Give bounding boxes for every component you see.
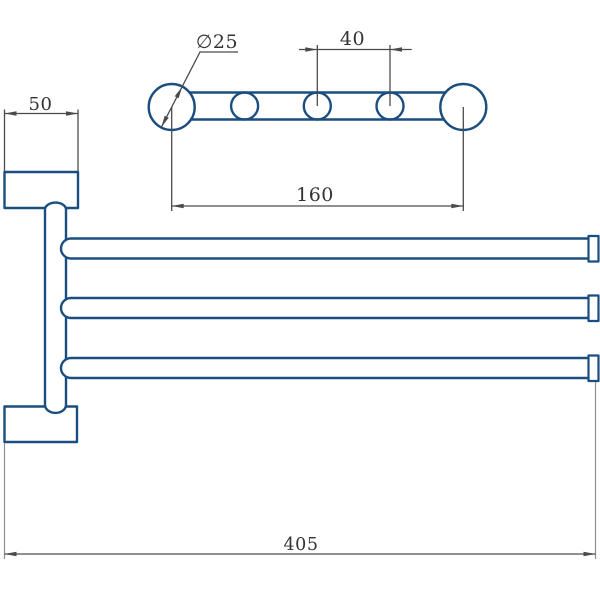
overall-length-label: 405 <box>284 535 319 555</box>
arm-1-end-cap <box>587 234 600 263</box>
arm-2-end-cap <box>587 294 600 323</box>
bracket-arrow-right <box>66 111 78 116</box>
diameter-leader-line <box>160 51 238 128</box>
dimension-arrowheads <box>4 47 596 557</box>
diameter-arrow-upper <box>174 86 183 99</box>
bracket-width-label: 50 <box>29 94 53 115</box>
overall-arrow-left <box>4 551 17 557</box>
post-bottom-rounded-cap <box>43 404 68 415</box>
diameter-arrow-lower <box>161 115 169 128</box>
top-wall-bracket <box>3 170 80 210</box>
arm-2 <box>59 296 589 320</box>
top-length-arrow-left <box>171 203 184 209</box>
spacing-arrow-left <box>305 47 318 52</box>
top-length-arrow-right <box>451 203 464 209</box>
overall-arrow-right <box>583 551 596 557</box>
arm-3 <box>59 356 589 380</box>
arm-3-end-cap <box>587 354 600 383</box>
bracket-arrow-left <box>4 111 17 116</box>
arm-1 <box>59 237 589 260</box>
diameter-label: ∅25 <box>196 31 238 53</box>
spacing-arrow-right <box>390 47 402 52</box>
pivot-spacing-label: 40 <box>340 28 365 50</box>
top-view-pivot-circle-1 <box>229 91 260 121</box>
post-top-rounded-cap <box>43 201 68 210</box>
dimension-labels: ∅25 40 160 50 405 <box>29 28 365 555</box>
dimension-lines <box>3 45 596 555</box>
overall-extension-lines <box>3 382 597 559</box>
product-outline <box>3 82 600 444</box>
bottom-wall-bracket <box>3 405 79 444</box>
top-length-label: 160 <box>296 184 334 206</box>
